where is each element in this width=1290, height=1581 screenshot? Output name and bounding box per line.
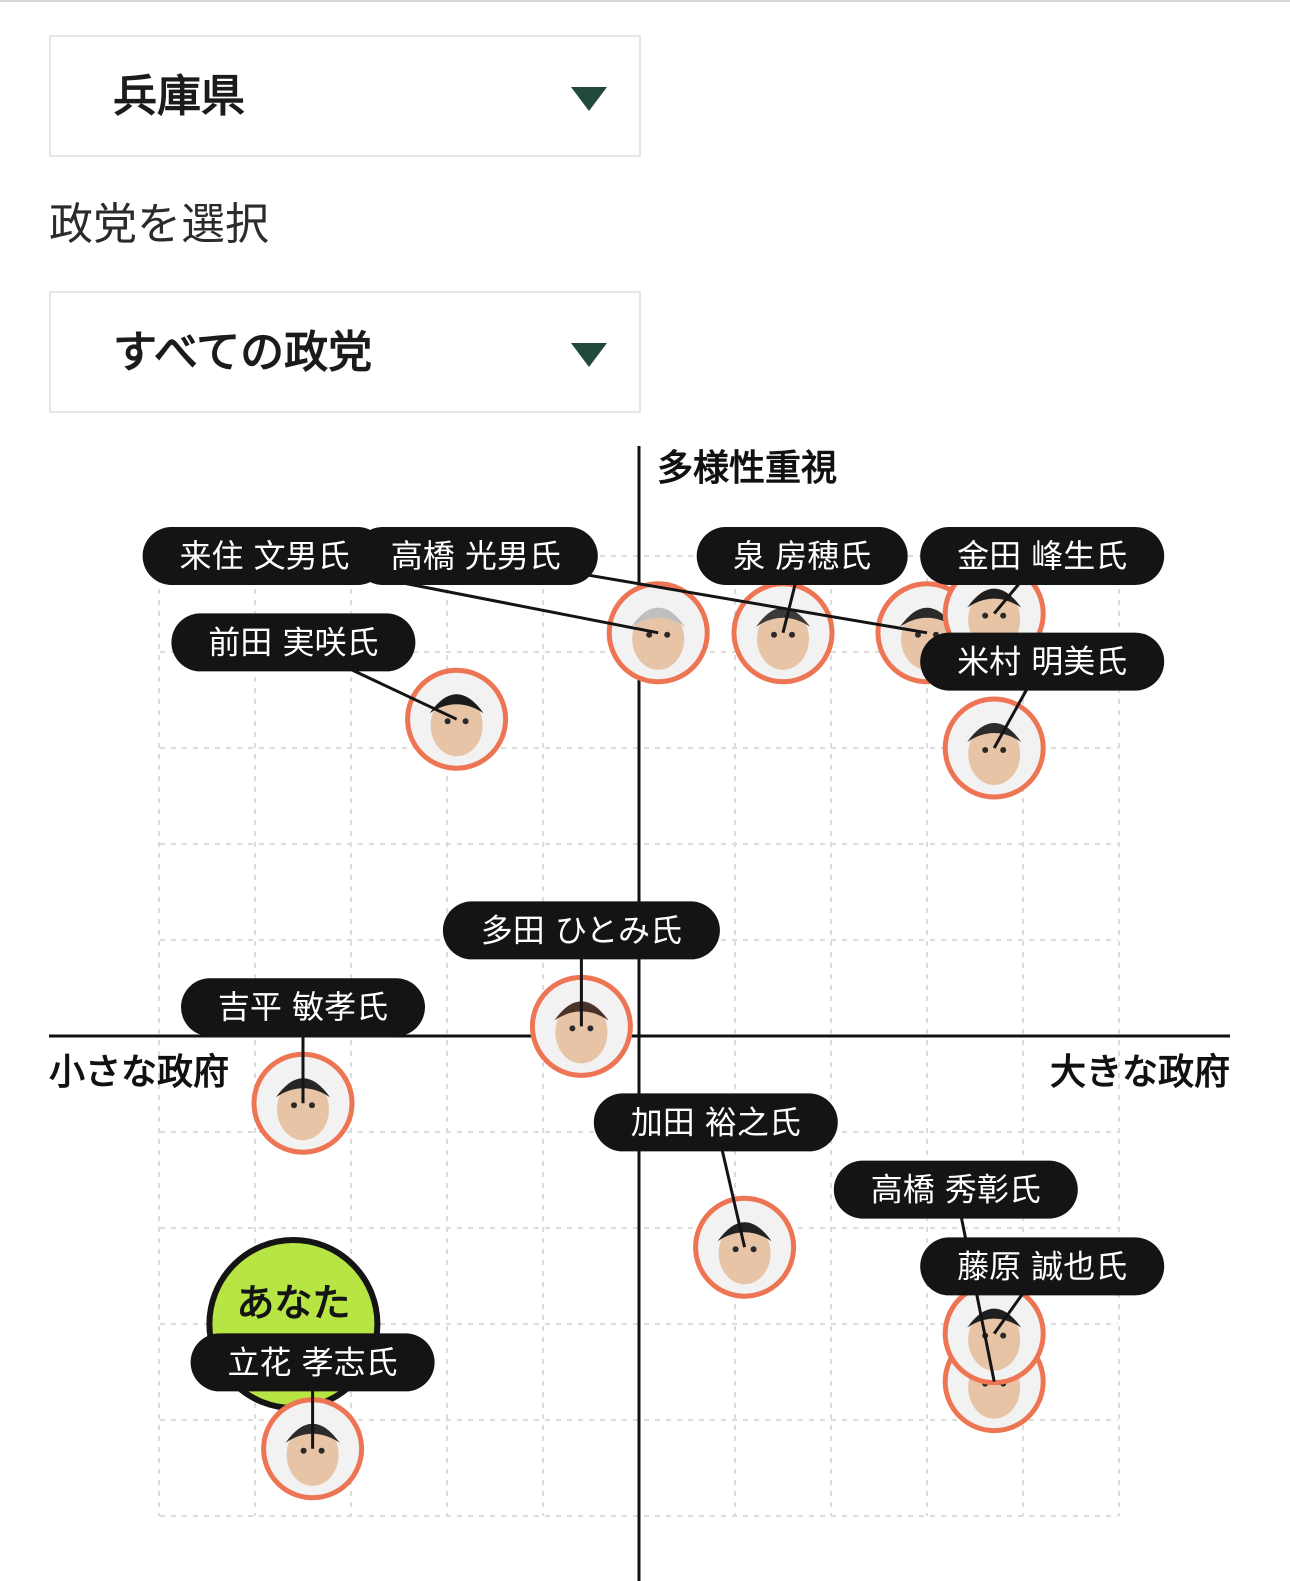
candidate-name: 米村 明美氏 <box>957 643 1127 681</box>
candidate-name: 加田 裕之氏 <box>631 1103 801 1141</box>
axis-label-left: 小さな政府 <box>49 1051 229 1093</box>
candidate-label[interactable]: 高橋 光男氏 <box>353 527 598 585</box>
face-eye <box>300 1447 307 1454</box>
face-skin <box>757 607 809 670</box>
face-eye <box>309 1102 315 1109</box>
candidate-label[interactable]: 多田 ひとみ氏 <box>442 901 720 960</box>
candidate-name: 前田 実咲氏 <box>208 623 378 661</box>
candidate-marker[interactable] <box>942 696 1046 800</box>
face-hair <box>756 607 810 627</box>
candidate-marker[interactable] <box>942 1282 1046 1386</box>
top-divider <box>0 0 1290 2</box>
candidate-label[interactable]: 金田 峰生氏 <box>920 527 1165 585</box>
candidate-label[interactable]: 加田 裕之氏 <box>593 1093 838 1152</box>
candidate-label-pill <box>442 901 720 960</box>
candidate-name: 藤原 誠也氏 <box>957 1247 1127 1285</box>
candidate-name: 多田 ひとみ氏 <box>481 911 682 949</box>
candidate-label-pill <box>833 1160 1078 1219</box>
face-eye <box>915 631 921 638</box>
face-skin <box>718 1222 771 1285</box>
candidate-label-pill <box>171 613 416 672</box>
face-hair <box>429 694 484 714</box>
candidate-label-pill <box>181 978 425 1037</box>
face-skin <box>555 1001 608 1064</box>
candidate-label-pill <box>920 632 1165 691</box>
dropdown-arrow-icon <box>571 87 607 111</box>
face-hair <box>967 723 1022 742</box>
face-eye <box>982 747 989 753</box>
candidate-name: 吉平 敏孝氏 <box>218 988 388 1026</box>
face-skin <box>430 694 483 757</box>
party-select[interactable]: すべての政党 <box>49 291 641 413</box>
face-eye <box>750 1246 757 1253</box>
candidate-label-pill <box>920 1237 1165 1296</box>
candidate-label[interactable]: 米村 明美氏 <box>920 632 1165 691</box>
face-eye <box>789 631 795 638</box>
face-eye <box>771 631 777 638</box>
candidate-name: 高橋 秀彰氏 <box>871 1171 1041 1209</box>
candidate-label[interactable]: 来住 文男氏 <box>142 527 387 585</box>
party-select-label: 政党を選択 <box>49 199 269 250</box>
face-eye <box>569 1025 576 1032</box>
dropdown-arrow-icon <box>571 343 607 367</box>
face-eye <box>732 1246 739 1253</box>
face-skin <box>286 1423 339 1486</box>
candidate-name: 金田 峰生氏 <box>957 537 1127 575</box>
face-eye <box>318 1447 325 1454</box>
face-skin <box>968 723 1021 785</box>
face-hair <box>900 607 954 627</box>
candidate-label[interactable]: 泉 房穂氏 <box>696 527 908 585</box>
face-eye <box>1000 612 1007 619</box>
face-eye <box>444 718 451 725</box>
candidate-label-pill <box>696 527 908 585</box>
candidate-name: 立花 孝志氏 <box>228 1343 398 1381</box>
candidate-label-pill <box>142 527 387 585</box>
face-eye <box>1000 747 1007 753</box>
face-hair <box>717 1222 772 1242</box>
face-skin <box>632 607 685 670</box>
candidate-label[interactable]: 前田 実咲氏 <box>171 613 416 672</box>
face-eye <box>291 1102 297 1109</box>
candidate-label[interactable]: 藤原 誠也氏 <box>920 1237 1165 1296</box>
candidate-label-pill <box>593 1093 838 1152</box>
candidate-label-pill <box>190 1333 435 1392</box>
face-eye <box>462 718 469 725</box>
candidate-label[interactable]: 立花 孝志氏 <box>190 1333 435 1392</box>
candidate-label[interactable]: 吉平 敏孝氏 <box>181 978 425 1037</box>
you-marker-label: あなた <box>236 1281 350 1325</box>
face-eye <box>1000 1332 1007 1339</box>
candidate-label[interactable]: 高橋 秀彰氏 <box>833 1160 1078 1219</box>
face-hair <box>631 607 686 627</box>
candidate-name: 来住 文男氏 <box>180 537 350 575</box>
face-eye <box>664 631 671 638</box>
candidate-faces <box>251 562 1046 1501</box>
candidate-label-pill <box>353 527 598 585</box>
axis-label-right: 大きな政府 <box>1050 1051 1230 1093</box>
axis-label-top: 多様性重視 <box>657 448 837 489</box>
face-eye <box>587 1025 594 1032</box>
prefecture-select-value: 兵庫県 <box>113 71 245 122</box>
candidate-label-pill <box>920 527 1165 585</box>
prefecture-select[interactable]: 兵庫県 <box>49 35 641 157</box>
party-select-value: すべての政党 <box>113 327 373 378</box>
candidate-name: 泉 房穂氏 <box>733 537 871 575</box>
face-skin <box>277 1078 329 1141</box>
face-eye <box>982 612 989 619</box>
face-hair <box>967 588 1022 608</box>
face-eye <box>646 631 653 638</box>
candidate-name: 高橋 光男氏 <box>391 537 561 575</box>
